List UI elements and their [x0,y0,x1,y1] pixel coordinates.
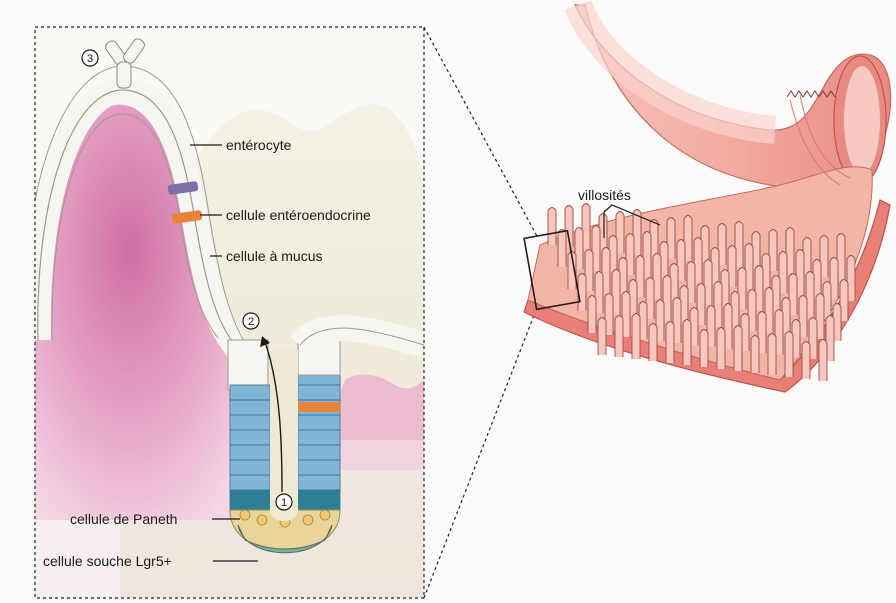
step-marker-3: 3 [82,50,98,66]
villus [588,296,596,334]
label-villi: villosités [578,187,631,203]
label-paneth: cellule de Paneth [70,511,177,527]
label-enteroendocrine: cellule entéroendocrine [226,207,371,223]
label-mucus: cellule à mucus [226,248,323,264]
villus [819,340,827,382]
step-2-label: 2 [248,316,254,328]
crypt-enteroendocrine-cell [298,402,340,412]
step-marker-2: 2 [243,313,259,329]
villus [548,208,556,246]
villus [717,328,725,370]
villus [768,334,776,376]
step-1-label: 1 [281,497,287,509]
label-enterocyte: entérocyte [226,137,292,153]
crypt-right-wall [298,370,340,510]
villus [751,336,759,374]
villus [632,314,640,360]
villus [802,342,810,380]
villus [598,318,606,356]
zoom-connector-top [424,27,538,238]
villus [666,322,674,364]
villus [615,316,623,358]
crypt-left-wall-light [228,340,268,390]
villus [700,330,708,368]
villus [734,326,742,372]
step-3-label: 3 [87,53,93,65]
villus [558,230,566,268]
villus [649,324,657,362]
step-marker-1: 1 [276,494,292,510]
zoom-connector-bottom [424,305,538,598]
villus [683,320,691,366]
villus [578,274,586,312]
label-stem-cell: cellule souche Lgr5+ [43,553,172,569]
villus [785,332,793,378]
